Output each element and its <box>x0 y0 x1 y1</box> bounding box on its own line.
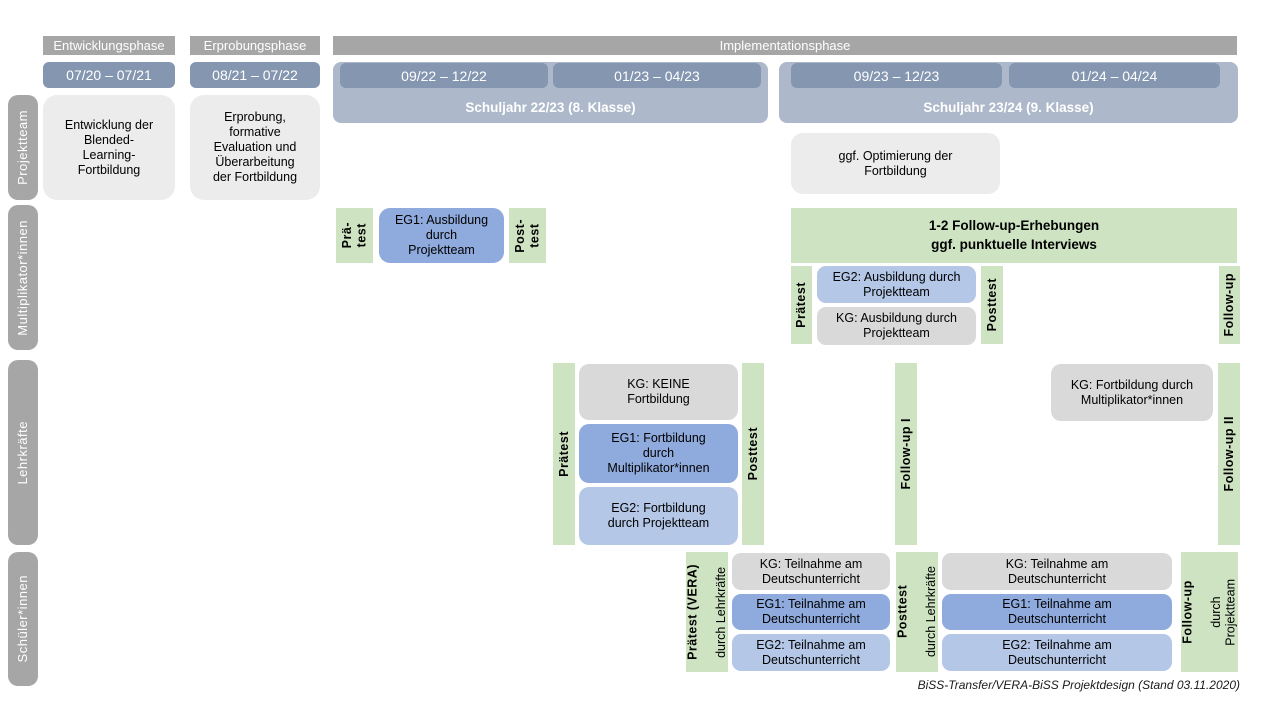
bar-followup-schueler-text: Follow-up durch Projektteam <box>1166 579 1252 646</box>
bar-praetest-lehrkraefte: Prätest <box>553 363 575 545</box>
box-eg1-teilnahme-2: EG1: Teilnahme am Deutschunterricht <box>942 594 1172 630</box>
posttest-main: Posttest <box>895 585 910 639</box>
box-kg-ausbildung-projektteam: KG: Ausbildung durch Projektteam <box>817 307 976 345</box>
followup-sub: durch Projektteam <box>1209 578 1238 646</box>
bar-posttest2-multiplikator: Posttest <box>981 266 1003 344</box>
bar-followup-multiplikator-text: Follow-up <box>1222 273 1237 337</box>
bar-praetest-multiplikator-text: Prä- test <box>340 222 369 249</box>
footer-caption: BiSS-Transfer/VERA-BiSS Projektdesign (S… <box>917 678 1240 692</box>
row-label-projektteam-text: Projektteam <box>14 110 30 185</box>
bar-posttest2-multiplikator-text: Posttest <box>984 278 999 332</box>
box-entwicklung-blended-learning: Entwicklung der Blended- Learning- Fortb… <box>43 95 175 200</box>
bar-praetest2-multiplikator-text: Prätest <box>794 282 809 328</box>
box-kg-teilnahme-1: KG: Teilnahme am Deutschunterricht <box>732 553 890 590</box>
bar-followup-schueler: Follow-up durch Projektteam <box>1181 552 1238 672</box>
followup-main: Follow-up <box>1180 580 1195 644</box>
bar-followup2-lehrkraefte: Follow-up II <box>1218 363 1240 545</box>
box-erprobung-evaluation: Erprobung, formative Evaluation und Über… <box>190 95 320 200</box>
box-kg-keine-fortbildung: KG: KEINE Fortbildung <box>579 364 738 420</box>
box-eg1-fortbildung-multiplikatoren: EG1: Fortbildung durch Multiplikator*inn… <box>579 424 738 483</box>
row-label-schuelerinnen-text: Schüler*innen <box>14 575 30 663</box>
schoolyear-container-23-24: 09/23 – 12/23 01/24 – 04/24 Schuljahr 23… <box>779 62 1238 123</box>
bar-posttest-schueler: Posttest durch Lehrkräfte <box>895 552 939 672</box>
bar-followup1-lehrkraefte-text: Follow-up I <box>898 418 913 490</box>
date-range-0124-0424: 01/24 – 04/24 <box>1009 63 1220 88</box>
box-eg2-teilnahme-2: EG2: Teilnahme am Deutschunterricht <box>942 634 1172 671</box>
bar-posttest-lehrkraefte-text: Posttest <box>745 427 760 481</box>
praetest-vera-sub: durch Lehrkräfte <box>714 566 729 658</box>
schoolyear-container-22-23: 09/22 – 12/22 01/23 – 04/23 Schuljahr 22… <box>333 62 768 123</box>
posttest-sub: durch Lehrkräfte <box>924 566 939 658</box>
box-kg-teilnahme-2: KG: Teilnahme am Deutschunterricht <box>942 553 1172 590</box>
phase-header-entwicklungsphase: Entwicklungsphase <box>43 36 175 55</box>
bar-praetest-lehrkraefte-text: Prätest <box>556 431 571 477</box>
box-eg2-ausbildung-projektteam: EG2: Ausbildung durch Projektteam <box>817 266 976 303</box>
bar-posttest-multiplikator: Post- test <box>509 208 546 263</box>
schoolyear-label-23-24: Schuljahr 23/24 (9. Klasse) <box>923 99 1094 115</box>
bar-posttest-multiplikator-text: Post- test <box>513 218 542 253</box>
row-label-projektteam: Projektteam <box>8 95 38 200</box>
bar-followup1-lehrkraefte: Follow-up I <box>895 363 917 545</box>
bar-praetest-vera-schueler: Prätest (VERA) durch Lehrkräfte <box>685 552 729 672</box>
box-eg1-teilnahme-1: EG1: Teilnahme am Deutschunterricht <box>732 594 890 630</box>
date-range-0720-0721: 07/20 – 07/21 <box>43 62 175 88</box>
praetest-vera-main: Prätest (VERA) <box>685 564 700 660</box>
date-range-0923-1223: 09/23 – 12/23 <box>791 63 1002 88</box>
box-eg2-teilnahme-1: EG2: Teilnahme am Deutschunterricht <box>732 634 890 671</box>
box-kg-fortbildung-multiplikatoren: KG: Fortbildung durch Multiplikator*inne… <box>1051 364 1213 421</box>
phase-header-implementationsphase: Implementationsphase <box>333 36 1237 55</box>
row-label-lehrkraefte-text: Lehrkräfte <box>14 420 30 485</box>
row-label-multiplikatorinnen-text: Multiplikator*innen <box>14 219 30 336</box>
date-range-0821-0722: 08/21 – 07/22 <box>190 62 320 88</box>
date-range-0123-0423: 01/23 – 04/23 <box>553 63 761 88</box>
bar-praetest-multiplikator: Prä- test <box>336 208 373 263</box>
bar-followup-multiplikator: Follow-up <box>1219 266 1240 344</box>
bar-followup2-lehrkraefte-text: Follow-up II <box>1221 416 1236 492</box>
phase-header-erprobungsphase: Erprobungsphase <box>190 36 320 55</box>
row-label-multiplikatorinnen: Multiplikator*innen <box>8 205 38 350</box>
date-range-0922-1222: 09/22 – 12/22 <box>340 63 548 88</box>
box-ggf-optimierung: ggf. Optimierung der Fortbildung <box>791 133 1000 194</box>
box-eg1-ausbildung-projektteam: EG1: Ausbildung durch Projektteam <box>379 208 504 263</box>
box-eg2-fortbildung-projektteam: EG2: Fortbildung durch Projektteam <box>579 487 738 545</box>
bar-praetest2-multiplikator: Prätest <box>791 266 812 344</box>
box-followup-erhebungen: 1-2 Follow-up-Erhebungen ggf. punktuelle… <box>791 208 1237 263</box>
schoolyear-label-22-23: Schuljahr 22/23 (8. Klasse) <box>465 99 636 115</box>
bar-posttest-lehrkraefte: Posttest <box>742 363 764 545</box>
row-label-schuelerinnen: Schüler*innen <box>8 552 38 686</box>
row-label-lehrkraefte: Lehrkräfte <box>8 360 38 545</box>
